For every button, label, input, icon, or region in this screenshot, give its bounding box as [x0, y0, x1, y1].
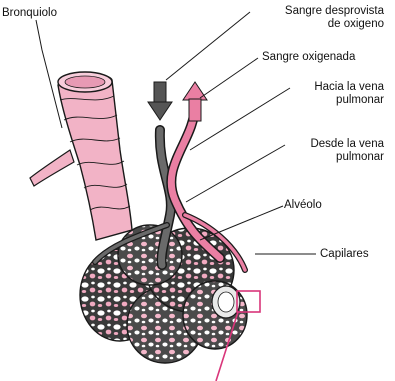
label-bronquiolo: Bronquiolo	[2, 7, 57, 20]
label-desde-vena: Desde la vena pulmonar	[310, 138, 384, 164]
bronchiole	[30, 72, 132, 240]
label-sangre-oxigenada: Sangre oxigenada	[262, 51, 355, 64]
label-sangre-desprovista-line1: Sangre desprovista	[285, 5, 384, 18]
label-sangre-desprovista: Sangre desprovista de oxigeno	[285, 5, 384, 31]
down-arrow-icon	[148, 82, 172, 120]
label-hacia-vena: Hacia la vena pulmonar	[314, 81, 384, 107]
label-desde-vena-line1: Desde la vena	[310, 138, 384, 151]
label-alveolo: Alvéolo	[284, 199, 322, 212]
label-hacia-vena-line1: Hacia la vena	[314, 81, 384, 94]
label-capilares: Capilares	[320, 248, 369, 261]
up-arrow-icon	[183, 82, 207, 121]
label-sangre-desprovista-line2: de oxigeno	[285, 18, 384, 31]
label-desde-vena-line2: pulmonar	[310, 151, 384, 164]
label-hacia-vena-line2: pulmonar	[314, 94, 384, 107]
